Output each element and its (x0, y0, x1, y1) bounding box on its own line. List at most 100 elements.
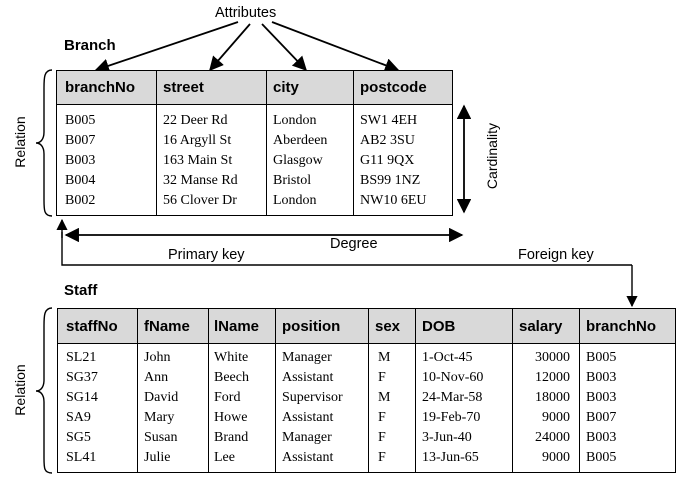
branch-header-street: street (163, 79, 204, 96)
table-cell: B002 (65, 193, 96, 208)
staff-header-sex: sex (375, 318, 401, 335)
table-cell: Assistant (282, 450, 334, 465)
branch-table-title: Branch (64, 37, 116, 54)
table-cell: B007 (586, 410, 617, 425)
staff-header-salary: salary (519, 318, 563, 335)
branch-relation-label: Relation (12, 116, 28, 168)
staff-col-dob: 1-Oct-45 10-Nov-60 24-Mar-58 19-Feb-70 3… (422, 348, 483, 468)
table-cell: Lee (214, 450, 235, 465)
table-cell: 30000 (535, 350, 570, 365)
branch-col-branchno: B005 B007 B003 B004 B002 (65, 111, 95, 211)
table-cell: F (378, 370, 386, 385)
table-cell: 1-Oct-45 (422, 350, 473, 365)
table-cell: 32 Manse Rd (163, 173, 238, 188)
table-cell: Glasgow (273, 153, 323, 168)
table-cell: Supervisor (282, 390, 343, 405)
table-cell: SA9 (66, 410, 91, 425)
table-cell: B003 (65, 153, 96, 168)
table-cell: 16 Argyll St (163, 133, 232, 148)
staff-header-lname: lName (214, 318, 260, 335)
table-cell: 24-Mar-58 (422, 390, 483, 405)
staff-relation-brace (35, 307, 53, 474)
table-cell: David (144, 390, 179, 405)
table-cell: M (378, 390, 391, 405)
attribute-arrow-postcode (271, 21, 400, 73)
attribute-arrow-city (261, 23, 307, 72)
table-cell: London (273, 113, 317, 128)
table-cell: B003 (586, 390, 617, 405)
branch-table: branchNo street city postcode B005 B007 … (56, 70, 453, 216)
table-cell: Bristol (273, 173, 312, 188)
table-cell: 10-Nov-60 (422, 370, 484, 385)
table-cell: Mary (144, 410, 175, 425)
attribute-arrow-street (209, 23, 251, 72)
branch-col-postcode: SW1 4EH AB2 3SU G11 9QX BS99 1NZ NW10 6E… (360, 111, 427, 211)
table-cell: B005 (65, 113, 96, 128)
staff-relation-label: Relation (12, 364, 28, 416)
table-cell: 24000 (535, 430, 570, 445)
table-cell: 19-Feb-70 (422, 410, 481, 425)
staff-col-fname: John Ann David Mary Susan Julie (144, 348, 178, 468)
table-cell: SG14 (66, 390, 98, 405)
staff-col-staffno: SL21 SG37 SG14 SA9 SG5 SL41 (66, 348, 98, 468)
branch-relation-brace (35, 69, 53, 217)
table-cell: Ford (214, 390, 241, 405)
table-cell: Howe (214, 410, 248, 425)
branch-header-postcode: postcode (360, 79, 427, 96)
table-cell: 12000 (535, 370, 570, 385)
staff-col-sex: M F M F F F (378, 348, 390, 468)
table-cell: London (273, 193, 317, 208)
table-cell: Assistant (282, 370, 334, 385)
staff-header-staffno: staffNo (66, 318, 118, 335)
table-cell: Aberdeen (273, 133, 328, 148)
staff-col-lname: White Beech Ford Howe Brand Lee (214, 348, 249, 468)
staff-header-position: position (282, 318, 341, 335)
table-cell: 3-Jun-40 (422, 430, 472, 445)
table-cell: B003 (586, 370, 617, 385)
table-cell: 163 Main St (163, 153, 233, 168)
table-cell: 13-Jun-65 (422, 450, 479, 465)
table-cell: B005 (586, 350, 617, 365)
table-cell: G11 9QX (360, 153, 415, 168)
table-cell: 18000 (535, 390, 570, 405)
table-cell: B005 (586, 450, 617, 465)
table-cell: F (378, 450, 386, 465)
foreign-key-label: Foreign key (518, 247, 594, 263)
table-cell: M (378, 350, 391, 365)
key-link-line (61, 232, 632, 266)
table-cell: John (144, 350, 171, 365)
table-cell: Manager (282, 430, 332, 445)
table-cell: 56 Clover Dr (163, 193, 237, 208)
branch-col-city: London Aberdeen Glasgow Bristol London (273, 111, 327, 211)
table-cell: White (214, 350, 249, 365)
table-cell: SL21 (66, 350, 97, 365)
staff-table-title: Staff (64, 282, 98, 299)
table-cell: B003 (586, 430, 617, 445)
cardinality-label: Cardinality (484, 122, 500, 190)
table-cell: Assistant (282, 410, 334, 425)
table-cell: Susan (144, 430, 178, 445)
table-cell: SW1 4EH (360, 113, 418, 128)
attributes-label: Attributes (215, 5, 277, 21)
table-cell: AB2 3SU (360, 133, 415, 148)
staff-table: staffNo fName lName position sex DOB sal… (57, 308, 676, 473)
table-cell: 22 Deer Rd (163, 113, 228, 128)
staff-header-fname: fName (144, 318, 190, 335)
table-cell: 9000 (542, 410, 570, 425)
staff-table-header (58, 309, 675, 344)
degree-label: Degree (330, 236, 378, 252)
staff-col-salary: 30000 12000 18000 9000 24000 9000 (516, 348, 570, 468)
branch-col-street: 22 Deer Rd 16 Argyll St 163 Main St 32 M… (163, 111, 238, 211)
primary-key-label: Primary key (168, 247, 245, 263)
staff-header-dob: DOB (422, 318, 456, 335)
table-cell: Julie (144, 450, 171, 465)
branch-table-header (57, 71, 452, 105)
staff-header-branchno: branchNo (586, 318, 657, 335)
table-cell: Ann (144, 370, 169, 385)
table-cell: 9000 (542, 450, 570, 465)
table-cell: B007 (65, 133, 96, 148)
table-cell: SG37 (66, 370, 98, 385)
table-cell: F (378, 410, 386, 425)
branch-header-city: city (273, 79, 299, 96)
